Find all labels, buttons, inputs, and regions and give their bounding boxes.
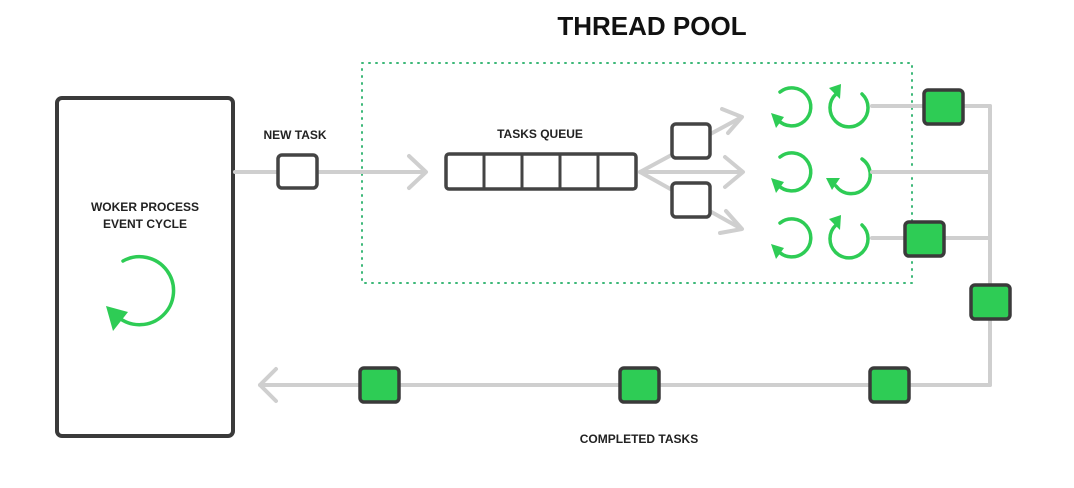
tasks-queue — [444, 152, 638, 191]
completion-connectors — [258, 104, 992, 403]
refresh-cycle-icon — [771, 86, 813, 128]
refresh-cycle-icon — [771, 217, 813, 259]
completed-task-box — [969, 283, 1012, 321]
completed-task-box — [903, 220, 946, 258]
event-cycle-label: EVENT CYCLE — [103, 217, 187, 231]
new-task-connector — [233, 154, 428, 190]
new-task-label: NEW TASK — [263, 128, 326, 142]
completed-task-box — [358, 366, 401, 404]
completed-task-box — [868, 366, 911, 404]
worker-process-box — [55, 96, 235, 438]
refresh-cycle-icon — [771, 151, 813, 193]
thread-row-2 — [771, 151, 872, 196]
thread-row-3 — [771, 215, 870, 260]
new-task-box — [276, 153, 319, 190]
event-cycle-icon — [106, 254, 176, 331]
refresh-cycle-icon — [826, 157, 872, 196]
tasks-queue-label: TASKS QUEUE — [497, 127, 583, 141]
completed-task-box — [922, 88, 965, 126]
refresh-cycle-icon — [828, 215, 870, 260]
pending-task-box — [670, 122, 712, 160]
completed-tasks-label: COMPLETED TASKS — [580, 432, 698, 446]
refresh-cycle-icon — [828, 84, 870, 129]
pending-task-box — [670, 181, 712, 219]
completed-task-box — [618, 366, 661, 404]
diagram-title: THREAD POOL — [557, 11, 746, 41]
thread-row-1 — [771, 84, 870, 129]
worker-process-label: WOKER PROCESS — [91, 200, 199, 214]
